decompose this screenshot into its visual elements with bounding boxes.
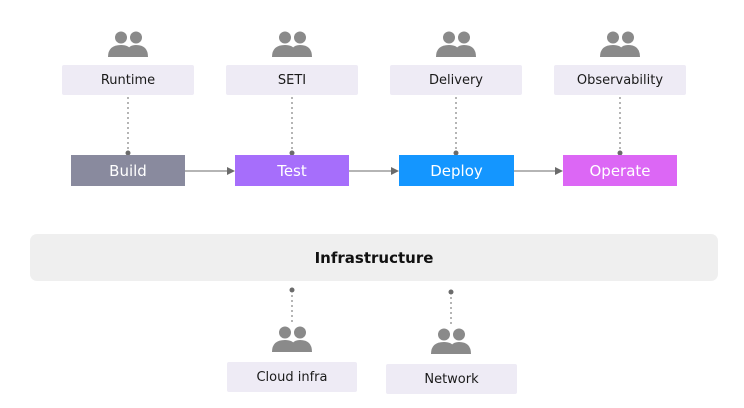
team-label-seti: SETI [226, 65, 358, 95]
infrastructure-bar: Infrastructure [30, 234, 718, 281]
connector-dot [289, 150, 295, 156]
people-icon [272, 326, 312, 352]
stage-build: Build [71, 155, 185, 186]
team-label-runtime: Runtime [62, 65, 194, 95]
team-label-delivery: Delivery [390, 65, 522, 95]
stage-test: Test [235, 155, 349, 186]
stage-deploy: Deploy [399, 155, 514, 186]
people-icon [272, 31, 312, 57]
stage-operate: Operate [563, 155, 677, 186]
team-label-observability: Observability [554, 65, 686, 95]
team-label-network: Network [386, 364, 517, 394]
team-label-cloud-infra: Cloud infra [227, 362, 357, 392]
connector-dot [453, 150, 459, 156]
connector-dot [125, 150, 131, 156]
people-icon [600, 31, 640, 57]
people-icon [436, 31, 476, 57]
people-icon [431, 328, 471, 354]
connector-dot [617, 150, 623, 156]
people-icon [108, 31, 148, 57]
